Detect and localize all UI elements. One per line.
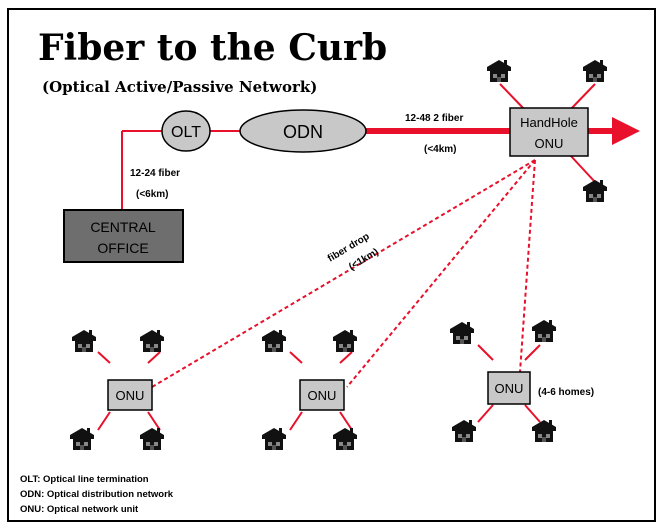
handhole-label-line2: ONU <box>535 136 564 151</box>
fiber-drop-to-middle-onu <box>346 159 536 388</box>
onu-right-box <box>487 371 531 405</box>
legend-onu: ONU: Optical network unit <box>20 504 139 515</box>
handhole-label-line1: HandHole <box>520 115 578 130</box>
drop-link <box>569 83 596 111</box>
drop-link <box>499 83 526 111</box>
house-icon <box>583 60 607 82</box>
house-icon <box>140 330 164 352</box>
odn-label: ODN <box>283 122 323 142</box>
legend-olt: OLT: Optical line termination <box>20 474 149 485</box>
onu-left-label: ONU <box>116 388 145 403</box>
house-icon <box>140 428 164 450</box>
fiber-drop-to-right-onu <box>519 159 536 373</box>
house-icon <box>70 428 94 450</box>
olt-office-distance-label: (<6km) <box>136 189 169 200</box>
olt-label: OLT <box>171 124 201 141</box>
house-icon <box>262 330 286 352</box>
house-icon <box>333 330 357 352</box>
legend-odn: ODN: Optical distribution network <box>20 489 174 500</box>
odn-handhole-distance-label: (<4km) <box>424 144 457 155</box>
olt-node <box>161 110 211 152</box>
central-office-label-line2: OFFICE <box>97 240 148 256</box>
fiber-arrow-head <box>612 117 640 145</box>
onu-right-homes-note: (4-6 homes) <box>538 387 594 398</box>
house-icon <box>487 60 511 82</box>
house-icon <box>333 428 357 450</box>
house-icon <box>262 428 286 450</box>
fiber-drop-to-left-onu <box>151 159 536 388</box>
page-title: Fiber to the Curb <box>38 27 387 69</box>
house-icon <box>532 420 556 442</box>
odn-handhole-fiber-label: 12-48 2 fiber <box>405 113 463 124</box>
handhole-onu-box <box>509 107 589 157</box>
onu-middle-label: ONU <box>308 388 337 403</box>
central-office-box <box>63 209 184 263</box>
house-icon <box>72 330 96 352</box>
odn-node <box>239 109 367 153</box>
house-icon <box>532 320 556 342</box>
house-icon <box>450 322 474 344</box>
house-icon <box>452 420 476 442</box>
onu-middle-box <box>299 379 345 411</box>
house-icon <box>583 180 607 202</box>
page-subtitle: (Optical Active/Passive Network) <box>42 78 317 96</box>
drop-link <box>569 154 596 183</box>
onu-left-box <box>107 379 153 411</box>
onu-right-label: ONU <box>495 381 524 396</box>
central-office-label-line1: CENTRAL <box>90 219 156 235</box>
olt-office-fiber-label: 12-24 fiber <box>130 168 180 179</box>
